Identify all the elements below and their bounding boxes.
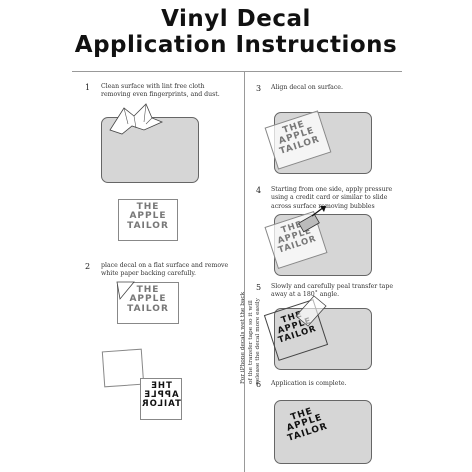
logo-line1: THE (136, 202, 160, 212)
surface-plate-6 (274, 400, 372, 464)
logo-line2: APPLE (129, 294, 167, 305)
logo-line3: TAILOR (127, 220, 169, 231)
step-2-number: 2 (85, 262, 91, 271)
side-note: For iPhone decals wet the back of the tr… (240, 292, 263, 384)
step-1-text: Clean surface with lint free cloth remov… (101, 83, 220, 99)
cloth-icon (109, 103, 164, 135)
logo-line3: TAILOR (127, 303, 169, 314)
side-note-line2: of the transfer tape so it will (247, 300, 254, 384)
logo-line2: APPLE (129, 211, 167, 222)
step-2-text: place decal on a flat surface and remove… (101, 262, 229, 278)
column-divider (244, 71, 245, 472)
step-6-number: 6 (256, 380, 262, 389)
step-3-number: 3 (256, 84, 262, 93)
page-title-line2: Application Instructions (74, 32, 398, 58)
decal-sheet-mirrored: THE APPLE TAILOR (140, 378, 182, 420)
page-title-line1: Vinyl Decal (161, 6, 311, 32)
logo-line3: TAILOR (141, 398, 181, 409)
credit-card-icon (298, 206, 326, 233)
peeling-tape-icon (295, 295, 327, 327)
decal-sheet-1: THE APPLE TAILOR (118, 199, 178, 241)
side-note-line1: For iPhone decals wet the back (240, 291, 246, 384)
arrow-icon (320, 206, 326, 212)
step-4-number: 4 (256, 186, 262, 195)
step-5-text: Slowly and carefully peal transfer tape … (271, 283, 393, 299)
step-1-number: 1 (85, 83, 91, 92)
step-3-text: Align decal on surface. (271, 84, 343, 91)
logo-line1: THE (136, 285, 160, 295)
backing-paper (101, 348, 145, 388)
side-note-line3: release the decal more easily (255, 298, 261, 384)
header-divider (72, 71, 402, 72)
step-5-number: 5 (256, 283, 262, 292)
peeled-corner-icon (116, 281, 135, 300)
step-6-text: Application is complete. (271, 380, 347, 387)
